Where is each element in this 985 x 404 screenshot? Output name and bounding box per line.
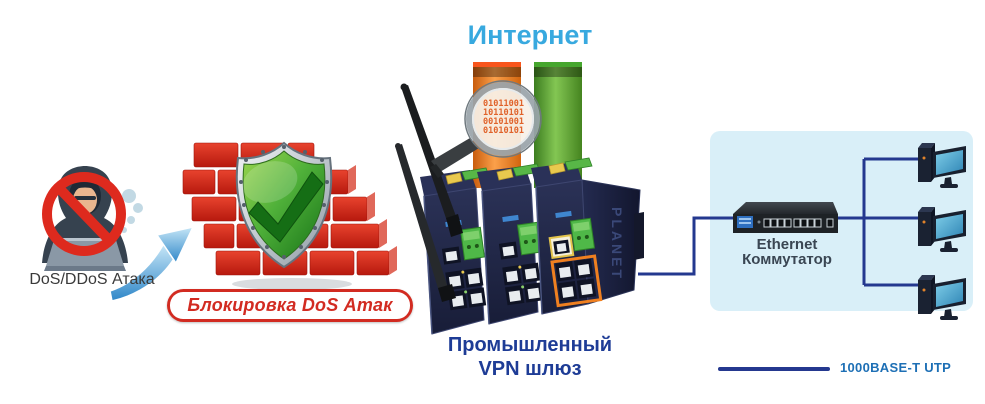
svg-text:01010101: 01010101 bbox=[483, 126, 524, 136]
checkmark-icon bbox=[248, 171, 324, 243]
smoke-puffs bbox=[121, 189, 143, 233]
vpn-gateway-label-line2: VPN шлюз bbox=[478, 358, 582, 380]
terminal-block-green bbox=[564, 157, 593, 171]
svg-text:10110101: 10110101 bbox=[483, 108, 524, 118]
security-shield-icon bbox=[235, 141, 333, 269]
block-dos-badge: Блокировка DoS Атак bbox=[167, 289, 413, 322]
terminal-block-yellow bbox=[548, 162, 566, 175]
planet-brand-text: PLANET bbox=[609, 207, 625, 281]
dos-attack-label: DoS/DDoS Атака bbox=[29, 271, 155, 288]
rj45-port-block bbox=[445, 267, 487, 311]
computer-3 bbox=[918, 275, 966, 320]
vpn-gateway-devices: PLANET bbox=[395, 83, 644, 335]
hacker-glasses bbox=[74, 196, 96, 200]
computer-2 bbox=[918, 207, 966, 252]
ethernet-switch-label: Ethernet Коммутатор bbox=[722, 237, 852, 267]
vpn-gateway-label: Промышленный VPN шлюз bbox=[425, 333, 635, 381]
binary-text: 01011001 10110101 00101001 01010101 bbox=[483, 99, 524, 136]
rj45-port-block bbox=[502, 262, 544, 306]
device-3-front-panel bbox=[548, 210, 603, 308]
svg-text:01011001: 01011001 bbox=[483, 99, 524, 109]
ethernet-switch-icon bbox=[733, 202, 838, 233]
lan-panel bbox=[710, 131, 973, 311]
hacker-illustration bbox=[42, 166, 143, 271]
din-rail-clip bbox=[634, 212, 644, 260]
firewall-illustration bbox=[182, 141, 397, 290]
shield-rivets bbox=[239, 145, 329, 259]
firewall-shadow bbox=[232, 278, 352, 290]
terminal-block-yellow bbox=[496, 168, 514, 181]
vpn-gateway-label-line1: Промышленный bbox=[447, 334, 613, 356]
legend-label: 1000BASE-T UTP bbox=[840, 360, 952, 375]
ethernet-switch-label-line2: Коммутатор bbox=[742, 251, 832, 268]
magnifier-icon: 01011001 10110101 00101001 01010101 bbox=[430, 80, 542, 178]
device-2-front-panel bbox=[498, 214, 544, 306]
computer-1 bbox=[918, 143, 966, 188]
switch-ports bbox=[763, 218, 834, 228]
gateway-device-2 bbox=[477, 163, 544, 325]
svg-text:00101001: 00101001 bbox=[483, 117, 524, 127]
attack-arrow-icon bbox=[109, 225, 195, 302]
block-dos-badge-label: Блокировка DoS Атак bbox=[187, 295, 393, 315]
terminal-block-yellow bbox=[445, 172, 463, 185]
internet-title: Интернет bbox=[467, 20, 593, 50]
antenna-icons bbox=[395, 83, 463, 302]
gateway-device-3: PLANET bbox=[531, 157, 644, 315]
workstation-icons bbox=[918, 143, 966, 320]
ethernet-switch-label-line1: Ethernet bbox=[756, 236, 818, 253]
block-sign-icon bbox=[42, 172, 126, 256]
rj45-port-block bbox=[555, 258, 597, 302]
lan-ports-frame bbox=[550, 254, 603, 308]
block-dos-badge-inner: Блокировка DoS Атак bbox=[170, 292, 410, 319]
legend-line bbox=[718, 367, 830, 371]
